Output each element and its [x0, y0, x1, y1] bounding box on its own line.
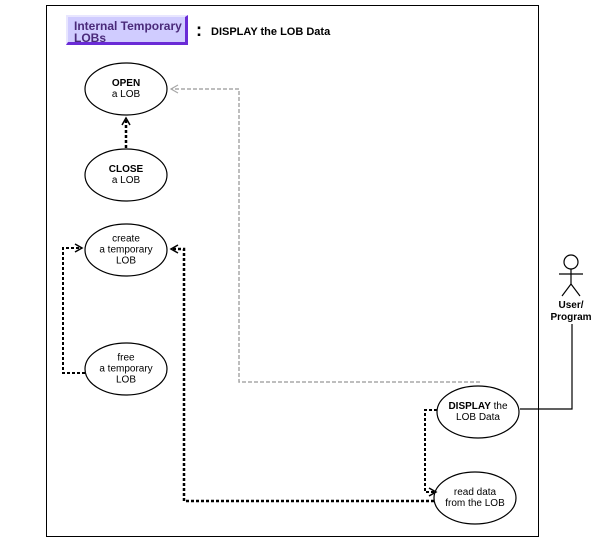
diagram-frame: [46, 5, 539, 537]
actor-label-line-2: Program: [550, 312, 592, 323]
actor-label-line-1: User/: [558, 300, 584, 311]
title-separator: :: [196, 20, 202, 40]
use-case-read-label: read data from the LOB: [445, 487, 504, 509]
use-case-close: [84, 148, 168, 202]
link-actor-display: [520, 324, 573, 410]
use-case-create-line-1: create: [112, 233, 140, 245]
use-case-create-label: create a temporary LOB: [99, 234, 152, 267]
actor-label: User/ Program: [550, 300, 591, 324]
use-case-close-title: CLOSE: [108, 164, 144, 175]
use-case-create-line-2: a temporary: [99, 244, 153, 256]
category-badge: Internal Temporary LOBs: [66, 15, 188, 45]
use-case-read-line-2: from the LOB: [445, 498, 505, 509]
use-case-display-label: DISPLAY the LOB Data: [448, 401, 507, 423]
link-free-create: [62, 243, 85, 374]
page-title: DISPLAY the LOB Data: [211, 26, 331, 38]
use-case-display-line-1: DISPLAY the: [448, 401, 508, 412]
use-case-open: [84, 62, 168, 116]
use-case-open-title: OPEN: [111, 78, 141, 89]
use-case-free-line-3: LOB: [115, 374, 137, 386]
category-badge-line-2: LOBs: [74, 31, 107, 45]
use-case-free-line-1: free: [117, 352, 135, 364]
link-read-create: [169, 244, 434, 503]
use-case-create-line-3: LOB: [115, 255, 137, 267]
link-display-read: [424, 409, 438, 497]
use-case-close-subtitle: a LOB: [111, 175, 141, 186]
use-case-create: [84, 223, 168, 277]
use-case-read-line-1: read data: [453, 487, 497, 498]
use-case-open-subtitle: a LOB: [111, 89, 141, 100]
use-case-display-bold-word: DISPLAY: [448, 401, 491, 412]
use-case-display: [436, 385, 520, 439]
use-case-free: [84, 342, 168, 396]
use-case-free-line-2: a temporary: [99, 363, 153, 375]
link-display-open: [169, 84, 480, 383]
use-case-display-line-2: LOB Data: [456, 412, 500, 423]
use-case-close-label: CLOSE a LOB: [109, 164, 143, 186]
use-case-open-label: OPEN a LOB: [112, 78, 140, 100]
category-badge-line-1: Internal Temporary: [74, 19, 182, 33]
use-case-read: [433, 471, 517, 525]
use-case-free-label: free a temporary LOB: [99, 353, 152, 386]
actor-user-program-icon: [559, 254, 583, 297]
